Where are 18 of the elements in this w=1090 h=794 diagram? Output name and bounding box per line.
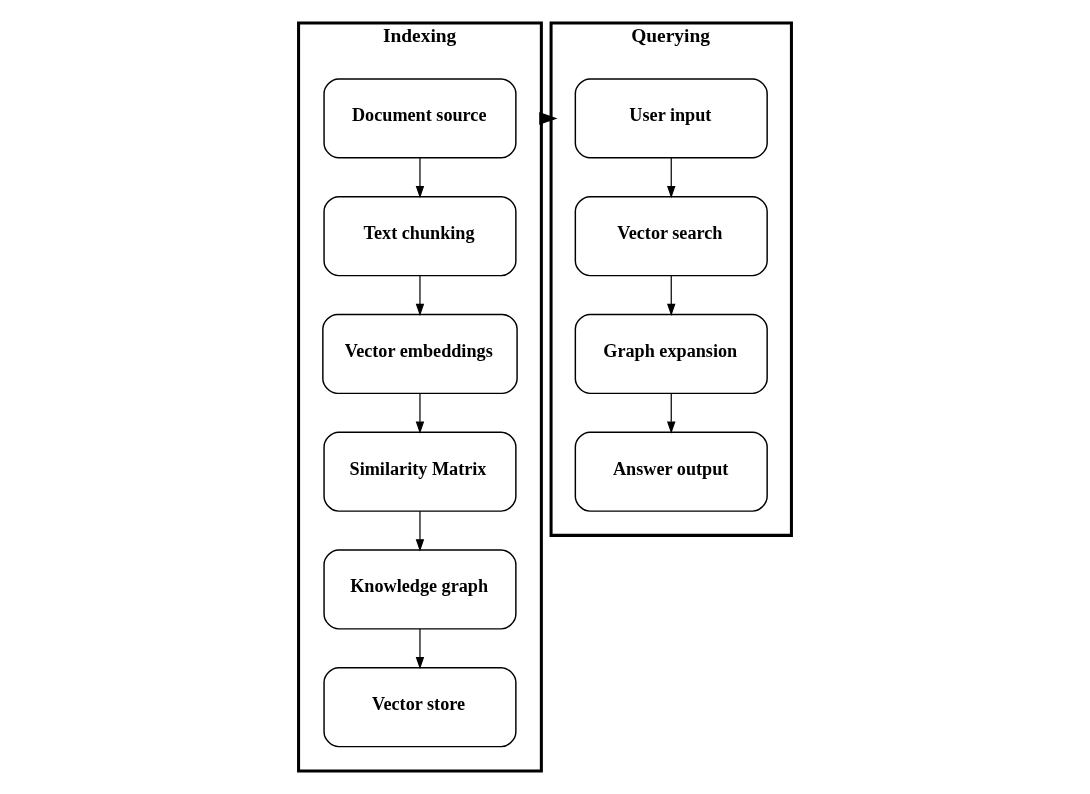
- node-box: User input: [574, 78, 768, 159]
- node-box: Vector search: [574, 195, 768, 277]
- node-box: Graph expansion: [574, 313, 768, 395]
- arrow: [415, 510, 425, 552]
- arrow: [415, 157, 425, 199]
- node-box: Vector store: [323, 667, 517, 748]
- arrow: [667, 275, 676, 316]
- node-box: Knowledge graph: [323, 549, 517, 630]
- node-box: Similarity Matrix: [323, 431, 517, 512]
- node-box: Document source: [323, 78, 517, 159]
- arrow: [415, 628, 425, 670]
- node-box: Text chunking: [323, 195, 517, 277]
- arrow: [667, 392, 676, 434]
- arrow: [415, 392, 425, 434]
- node-box: Vector embeddings: [322, 313, 518, 395]
- arrow: [667, 157, 676, 199]
- node-box: Answer output: [574, 431, 768, 512]
- arrow: [415, 275, 425, 316]
